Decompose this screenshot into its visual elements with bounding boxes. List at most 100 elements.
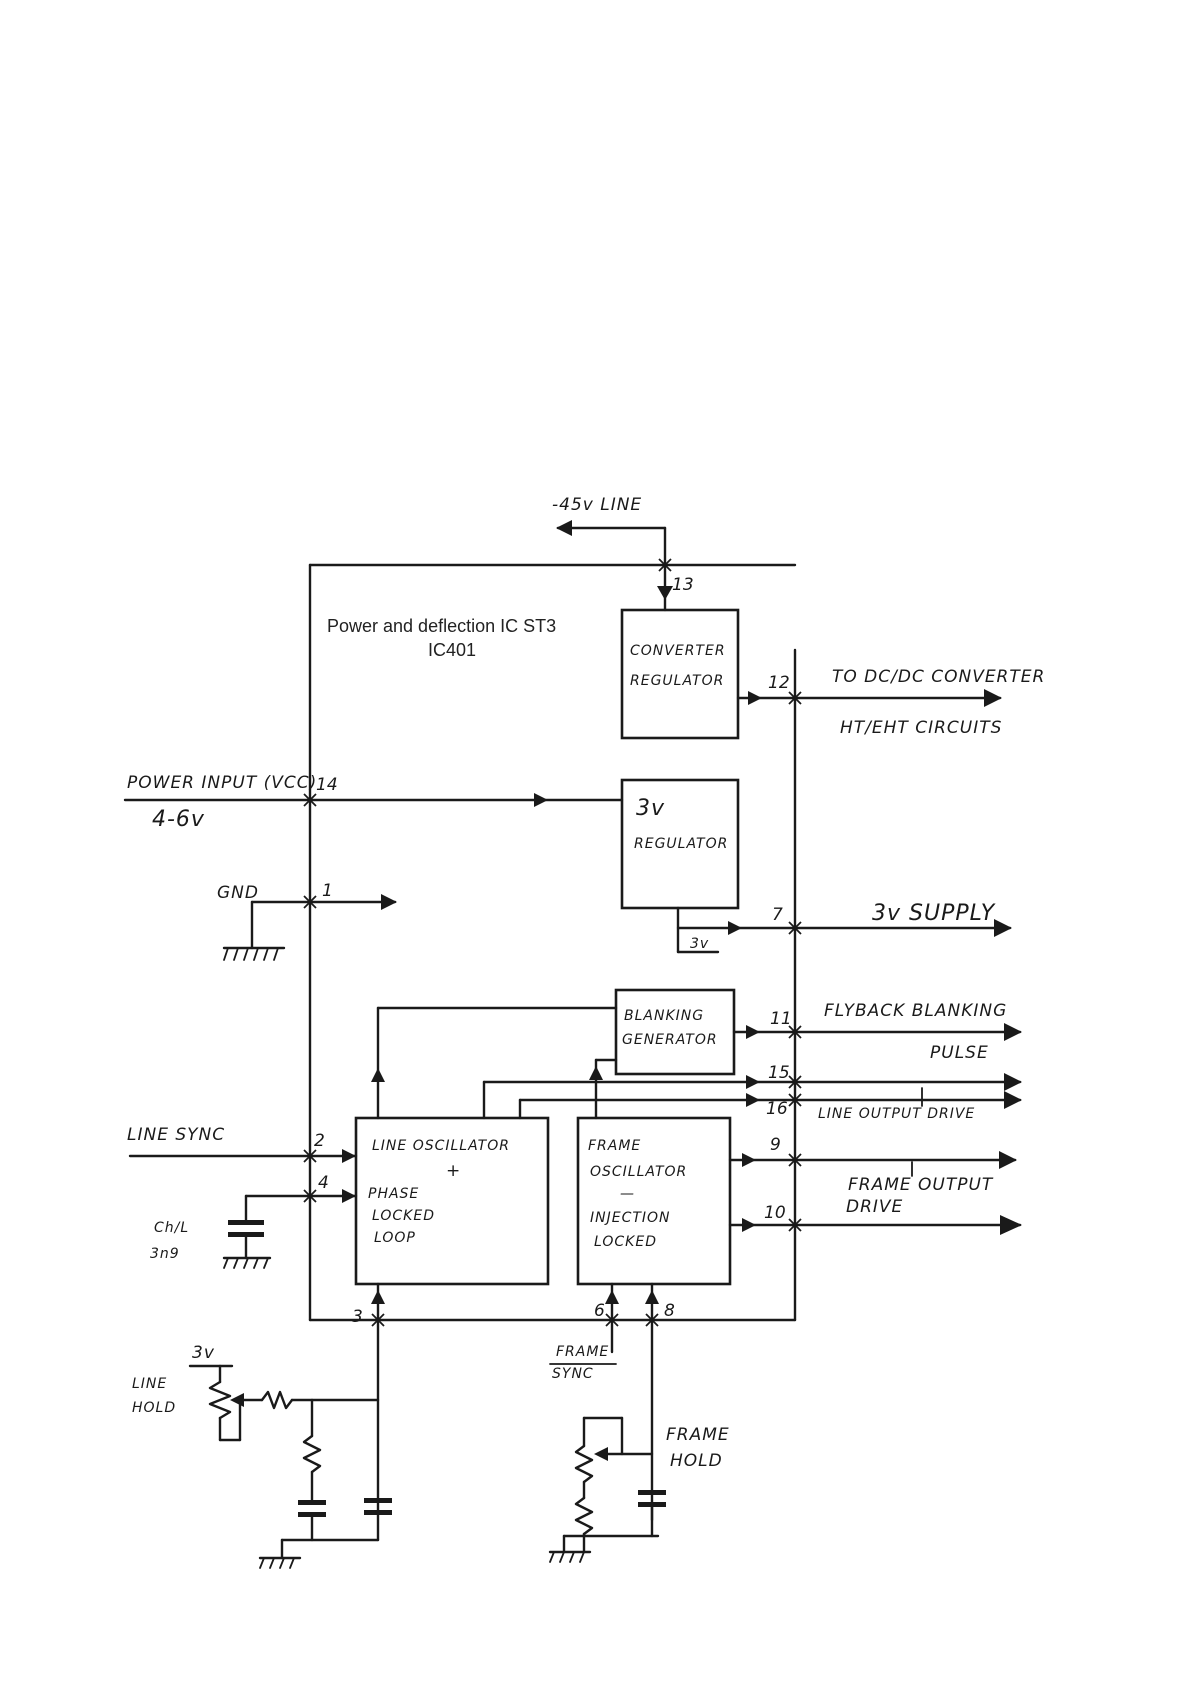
supply-3v-label: 3v SUPPLY — [872, 901, 996, 926]
capacitor-icon — [298, 1500, 326, 1517]
pin-8-label: 8 — [664, 1301, 675, 1321]
pin-15-label: 15 — [768, 1063, 790, 1083]
cap-label: Ch/L — [154, 1220, 189, 1236]
arrow-icon — [605, 1290, 619, 1304]
hold-label: HOLD — [670, 1451, 723, 1471]
pin-junction-x — [788, 1218, 802, 1232]
converter-label: CONVERTER — [630, 643, 726, 659]
plus-label: + — [446, 1161, 461, 1181]
blanking-label: BLANKING — [624, 1008, 704, 1024]
frame-label: FRAME — [588, 1138, 641, 1154]
arrow-icon — [742, 1153, 756, 1167]
arrow-icon — [746, 1075, 760, 1089]
regulator-label: REGULATOR — [634, 836, 728, 852]
line-45v-label: -45v LINE — [552, 495, 642, 515]
frame-oscillator-block: FRAME OSCILLATOR — INJECTION LOCKED — [576, 1116, 732, 1286]
drive-label: DRIVE — [846, 1197, 903, 1217]
pin-12-label: 12 — [768, 673, 790, 693]
arrow-icon — [728, 921, 742, 935]
arrow-icon — [746, 1025, 760, 1039]
power-input-label: POWER INPUT (VCC) — [127, 773, 317, 793]
pin-junction-x — [658, 558, 672, 572]
arrow-icon — [994, 919, 1012, 937]
arrow-icon — [746, 1093, 760, 1107]
arrow-icon — [1000, 1215, 1022, 1235]
pin-junction-x — [788, 1093, 802, 1107]
pin-16-label: 16 — [766, 1099, 788, 1119]
line-hold-supply-label: 3v — [192, 1343, 215, 1363]
line-oscillator-label: LINE OSCILLATOR — [372, 1138, 510, 1154]
ground-icon — [548, 1550, 592, 1563]
pin-9-label: 9 — [770, 1135, 781, 1155]
locked-label: LOCKED — [372, 1208, 435, 1224]
locked-label: LOCKED — [594, 1234, 657, 1250]
arrow-icon — [645, 1290, 659, 1304]
pin-junction-x — [788, 1153, 802, 1167]
arrow-icon — [1004, 1023, 1022, 1041]
ground-icon — [258, 1556, 302, 1569]
line-output-drive-label: LINE OUTPUT DRIVE — [818, 1106, 975, 1122]
arrow-icon — [594, 1447, 608, 1461]
arrow-icon — [742, 1218, 756, 1232]
arrow-icon — [371, 1290, 385, 1304]
ic-title: Power and deflection IC ST3 — [327, 616, 556, 636]
power-voltage-label: 4-6v — [152, 807, 205, 832]
pulse-label: PULSE — [930, 1043, 989, 1063]
resistor-icon — [302, 1434, 322, 1474]
regulator-label: REGULATOR — [630, 673, 724, 689]
frame-sync-label: FRAME — [556, 1344, 609, 1360]
frame-hold-label: FRAME — [666, 1425, 730, 1445]
cap-value-label: 3n9 — [150, 1246, 180, 1262]
pin-junction-x — [645, 1313, 659, 1327]
ic-outline — [308, 563, 797, 1322]
ground-icon — [222, 946, 286, 961]
pin-junction-x — [303, 895, 317, 909]
arrow-icon — [657, 586, 673, 600]
pin-junction-x — [303, 1149, 317, 1163]
ht-eht-label: HT/EHT CIRCUITS — [840, 718, 1002, 738]
phase-label: PHASE — [368, 1186, 419, 1202]
pin-7-label: 7 — [772, 905, 783, 925]
arrow-icon — [556, 520, 572, 536]
sync-label: SYNC — [552, 1366, 594, 1382]
pin-4-label: 4 — [318, 1173, 329, 1193]
pin-junction-x — [371, 1313, 385, 1327]
converter-regulator-block: CONVERTER REGULATOR — [620, 608, 740, 740]
arrow-icon — [748, 691, 762, 705]
pin-junction-x — [788, 1025, 802, 1039]
pin-junction-x — [303, 793, 317, 807]
gnd-label: GND — [217, 883, 259, 903]
arrow-icon — [1004, 1073, 1022, 1091]
loop-label: LOOP — [374, 1230, 416, 1246]
generator-label: GENERATOR — [622, 1032, 718, 1048]
pin-10-label: 10 — [764, 1203, 786, 1223]
pin-1-label: 1 — [322, 881, 333, 901]
arrow-icon — [342, 1149, 356, 1163]
line-sync-label: LINE SYNC — [127, 1125, 225, 1145]
pin-junction-marks — [303, 558, 802, 1327]
pin-junction-x — [788, 691, 802, 705]
pin-11-label: 11 — [770, 1009, 792, 1029]
flyback-label: FLYBACK BLANKING — [824, 1001, 1007, 1021]
arrow-icon — [381, 894, 397, 910]
pin-2-label: 2 — [314, 1131, 325, 1151]
line-oscillator-block: LINE OSCILLATOR + PHASE LOCKED LOOP — [354, 1116, 550, 1286]
capacitor-icon — [364, 1498, 392, 1515]
pin-3-label: 3 — [352, 1307, 363, 1327]
ground-icon — [222, 1256, 272, 1269]
dash-label: — — [620, 1186, 635, 1202]
arrow-icon — [589, 1066, 603, 1080]
oscillator-label: OSCILLATOR — [590, 1164, 687, 1180]
local-3v-label: 3v — [690, 936, 709, 952]
line-45v-input: -45v LINE 13 — [552, 495, 694, 612]
resistor-icon — [208, 1380, 232, 1420]
arrow-icon — [1004, 1091, 1022, 1109]
regulator-3v-label: 3v — [636, 796, 665, 821]
capacitor-icon — [638, 1490, 666, 1507]
resistor-icon — [260, 1390, 294, 1410]
injection-label: INJECTION — [590, 1210, 671, 1226]
arrow-icon — [342, 1189, 356, 1203]
arrow-icon — [999, 1151, 1017, 1169]
resistor-icon — [574, 1496, 594, 1536]
